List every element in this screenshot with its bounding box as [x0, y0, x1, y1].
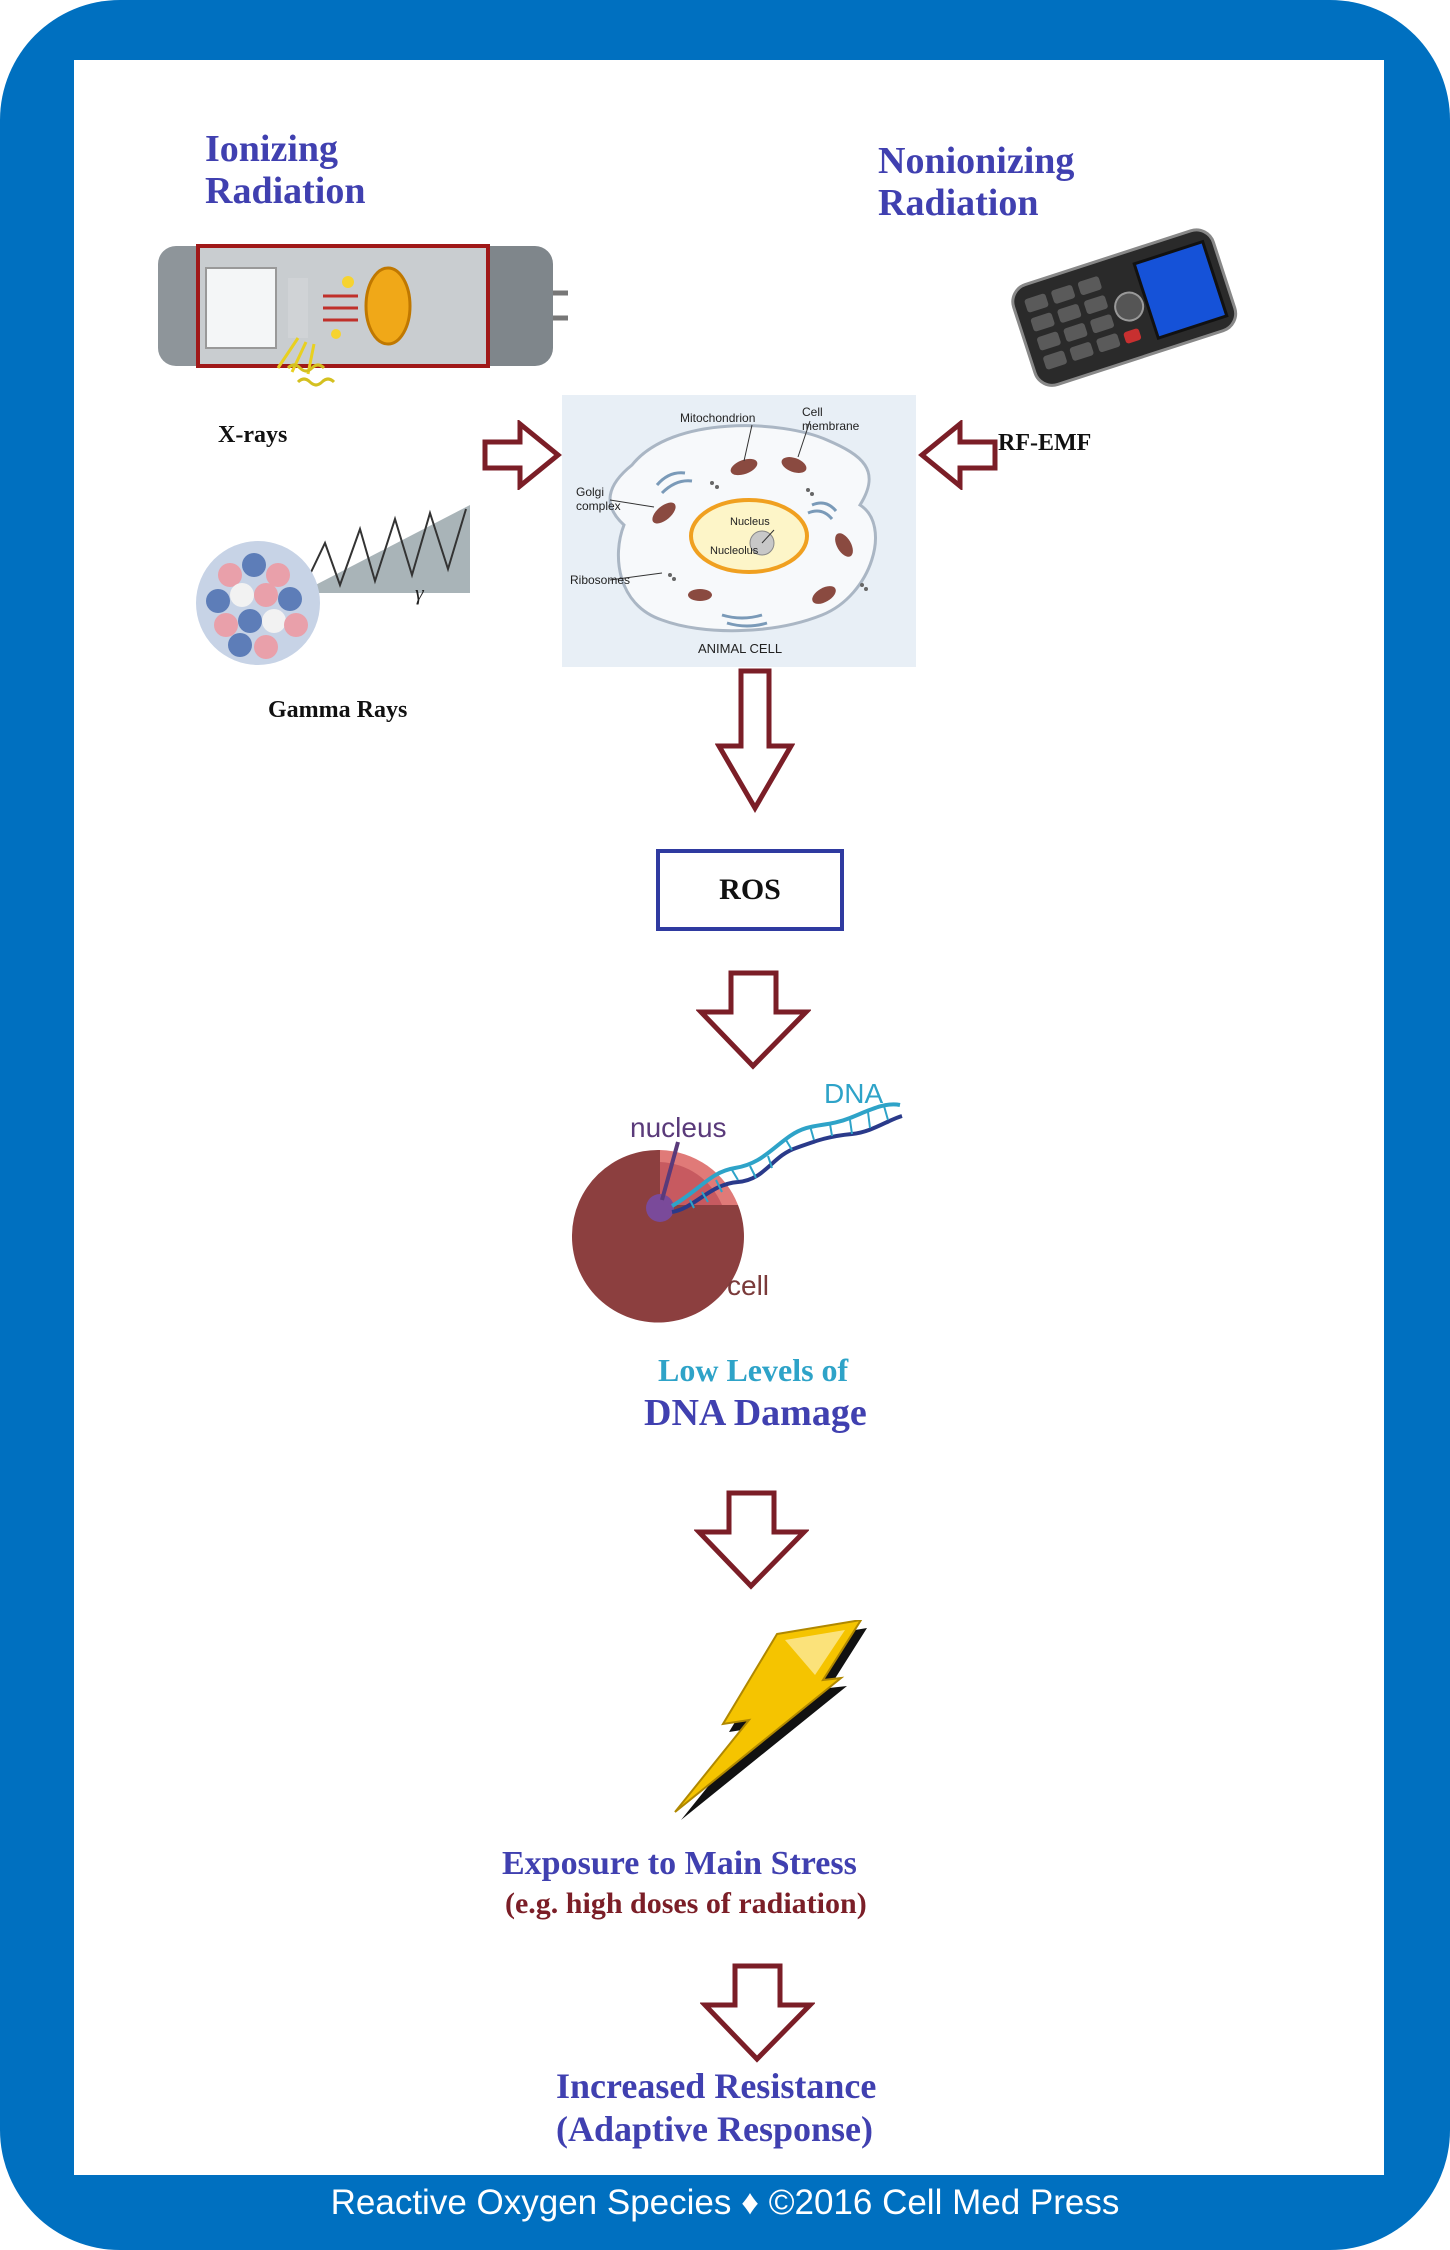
arrow-left-rfemf	[918, 420, 998, 490]
resistance-line1: Increased Resistance	[556, 2066, 877, 2106]
arrow-down-to-dna	[696, 970, 811, 1070]
dna-damage-line2: DNA Damage	[644, 1392, 867, 1434]
nucleus-label: nucleus	[630, 1112, 727, 1143]
lightning-bolt-icon	[674, 1620, 867, 1820]
ros-label: ROS	[719, 873, 781, 906]
resistance-line2: (Adaptive Response)	[556, 2109, 874, 2149]
label-mitochondrion: Mitochondrion	[680, 411, 756, 425]
main-stress-line1: Exposure to Main Stress	[502, 1845, 857, 1882]
main-stress-line2: (e.g. high doses of radiation)	[505, 1887, 867, 1920]
ros-box: ROS	[656, 849, 844, 931]
arrow-down-to-resistance	[700, 1963, 815, 2063]
xray-tube-image	[158, 244, 568, 387]
footer-caption: Reactive Oxygen Species ♦ ©2016 Cell Med…	[330, 2183, 1120, 2222]
rfemf-label: RF-EMF	[998, 430, 1092, 456]
arrow-down-to-stress	[694, 1490, 809, 1590]
animal-cell-diagram: Mitochondrion Cell membrane Golgi comple…	[562, 395, 916, 667]
cell-label: cell	[727, 1270, 770, 1301]
arrow-right-xray	[482, 420, 562, 490]
dna-cell-figure	[571, 1102, 903, 1323]
gamma-label: Gamma Rays	[268, 697, 408, 723]
arrow-down-to-ros	[715, 668, 795, 813]
label-animal-cell: ANIMAL CELL	[698, 641, 783, 656]
gamma-nucleus-image	[196, 505, 470, 665]
gamma-symbol: γ	[415, 580, 424, 605]
dna-damage-line1: Low Levels of	[658, 1352, 849, 1388]
label-golgi: Golgi	[576, 485, 605, 499]
label-ribosomes: Ribosomes	[570, 573, 631, 587]
label-nucleus: Nucleus	[730, 516, 770, 528]
dna-label: DNA	[824, 1078, 884, 1109]
cell-illustration	[608, 420, 877, 633]
label-complex: complex	[576, 499, 621, 513]
xrays-label: X-rays	[218, 422, 288, 448]
cell-phone-image	[1011, 228, 1238, 387]
label-nucleolus: Nucleolus	[710, 545, 759, 557]
label-cell: Cell	[802, 405, 823, 419]
label-membrane: membrane	[802, 419, 860, 433]
